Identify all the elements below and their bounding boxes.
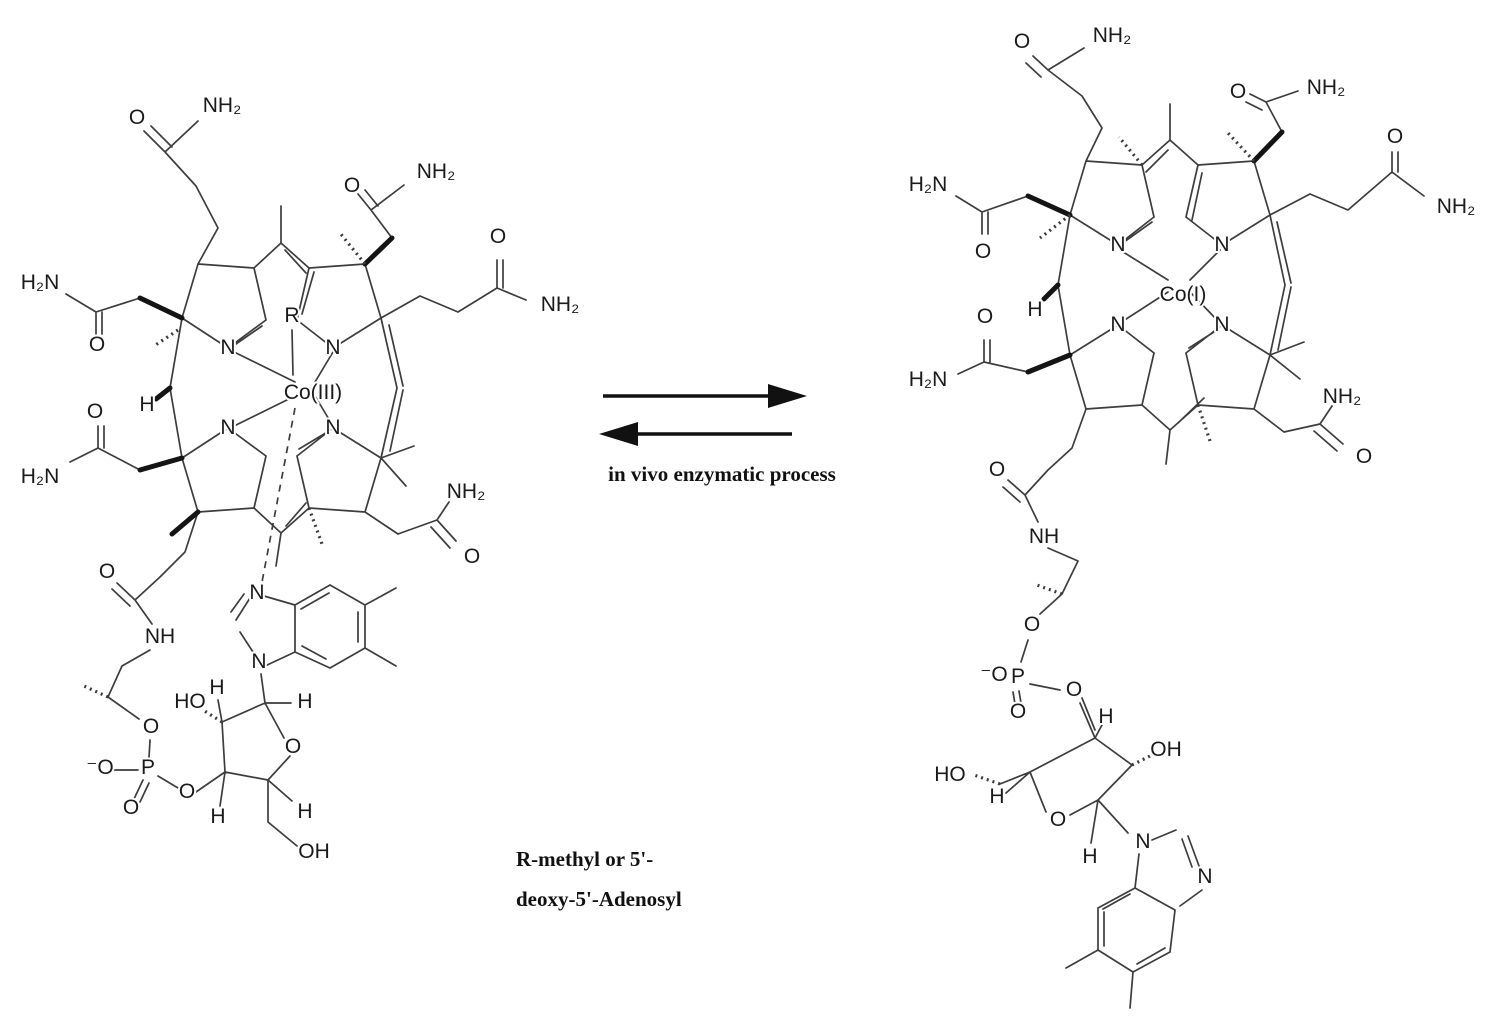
- right-stereo-hash-bonds: [973, 131, 1256, 786]
- process-caption: in vivo enzymatic process: [608, 462, 836, 486]
- atom-label: ⁻O: [980, 663, 1007, 686]
- atom-label: NH: [1029, 525, 1059, 548]
- atom-label: O: [464, 545, 480, 568]
- reverse-arrow-head: [599, 422, 638, 446]
- atom-label: ⁻O: [86, 756, 113, 779]
- atom-label: N: [325, 336, 340, 359]
- atom-label: N: [220, 336, 235, 359]
- atom-label: O: [344, 174, 360, 197]
- atom-label: O: [89, 333, 105, 356]
- atom-label: O: [977, 305, 993, 328]
- atom-label: H: [1027, 298, 1042, 321]
- atom-label: NH₂: [1323, 385, 1361, 408]
- atom-label: H₂N: [21, 465, 59, 488]
- atom-label: N: [1197, 865, 1212, 888]
- forward-arrow-head: [768, 384, 807, 408]
- r-group-caption-line2: deoxy-5'-Adenosyl: [516, 887, 682, 911]
- left-stereo-hash-bonds: [83, 231, 367, 724]
- atom-label: H₂N: [909, 173, 947, 196]
- atom-label: NH₂: [203, 94, 241, 117]
- r-group-caption-line1: R-methyl or 5'-: [516, 847, 653, 871]
- atom-label: N: [1214, 233, 1229, 256]
- atom-label: Co(III): [284, 381, 342, 404]
- atom-label: O: [1356, 445, 1372, 468]
- atom-label: HO: [934, 763, 966, 786]
- atom-label: O: [179, 780, 195, 803]
- atom-label: H: [1082, 845, 1097, 868]
- atom-label: NH₂: [1093, 24, 1131, 47]
- atom-label: O: [1014, 30, 1030, 53]
- atom-label: N: [325, 416, 340, 439]
- atom-label: HO: [174, 690, 206, 713]
- atom-label: O: [123, 796, 139, 819]
- atom-label: O: [1024, 613, 1040, 636]
- atom-label: O: [1230, 80, 1246, 103]
- atom-label: H: [139, 393, 154, 416]
- atom-label: N: [1214, 313, 1229, 336]
- left-bond-lines: [65, 120, 527, 847]
- atom-label: H: [209, 676, 224, 699]
- atom-label: N: [1110, 313, 1125, 336]
- atom-label: H: [1098, 705, 1113, 728]
- atom-label: H: [989, 785, 1004, 808]
- atom-label: NH₂: [447, 480, 485, 503]
- atom-label: N: [1110, 233, 1125, 256]
- atom-label: P: [1011, 665, 1025, 688]
- atom-label: O: [1010, 700, 1026, 723]
- atom-label: O: [143, 715, 159, 738]
- atom-label: H: [297, 690, 312, 713]
- atom-label: O: [1050, 808, 1066, 831]
- atom-label: P: [141, 756, 155, 779]
- atom-label: O: [87, 400, 103, 423]
- atom-label: OH: [1150, 738, 1182, 761]
- cobalt-benzimidazole-coordination-bond: [261, 407, 296, 583]
- atom-label: H: [297, 800, 312, 823]
- left-wedge-bonds: [137, 235, 395, 537]
- atom-label: O: [490, 225, 506, 248]
- atom-label: N: [1135, 830, 1150, 853]
- atom-label: O: [129, 106, 145, 129]
- atom-label: NH₂: [417, 160, 455, 183]
- atom-label: N: [251, 650, 266, 673]
- atom-label: O: [1387, 125, 1403, 148]
- atom-label: NH₂: [1437, 195, 1475, 218]
- atom-label: O: [989, 458, 1005, 481]
- atom-label: O: [285, 735, 301, 758]
- atom-label: R: [284, 304, 299, 327]
- atom-label: NH₂: [541, 293, 579, 316]
- atom-label: H₂N: [21, 271, 59, 294]
- atom-label: N: [249, 581, 264, 604]
- atom-label: O: [99, 560, 115, 583]
- atom-label: OH: [298, 840, 330, 863]
- atom-label: Co(I): [1160, 283, 1207, 306]
- right-bond-lines: [955, 47, 1425, 1009]
- atom-label: NH₂: [1307, 76, 1345, 99]
- atom-label: O: [975, 240, 991, 263]
- atom-label: H₂N: [909, 368, 947, 391]
- atom-label: O: [1066, 678, 1082, 701]
- atom-label: N: [220, 416, 235, 439]
- equilibrium-arrows: [599, 384, 807, 446]
- atom-label: NH: [145, 625, 175, 648]
- right-wedge-bonds: [1025, 129, 1285, 375]
- atom-label: H: [210, 805, 225, 828]
